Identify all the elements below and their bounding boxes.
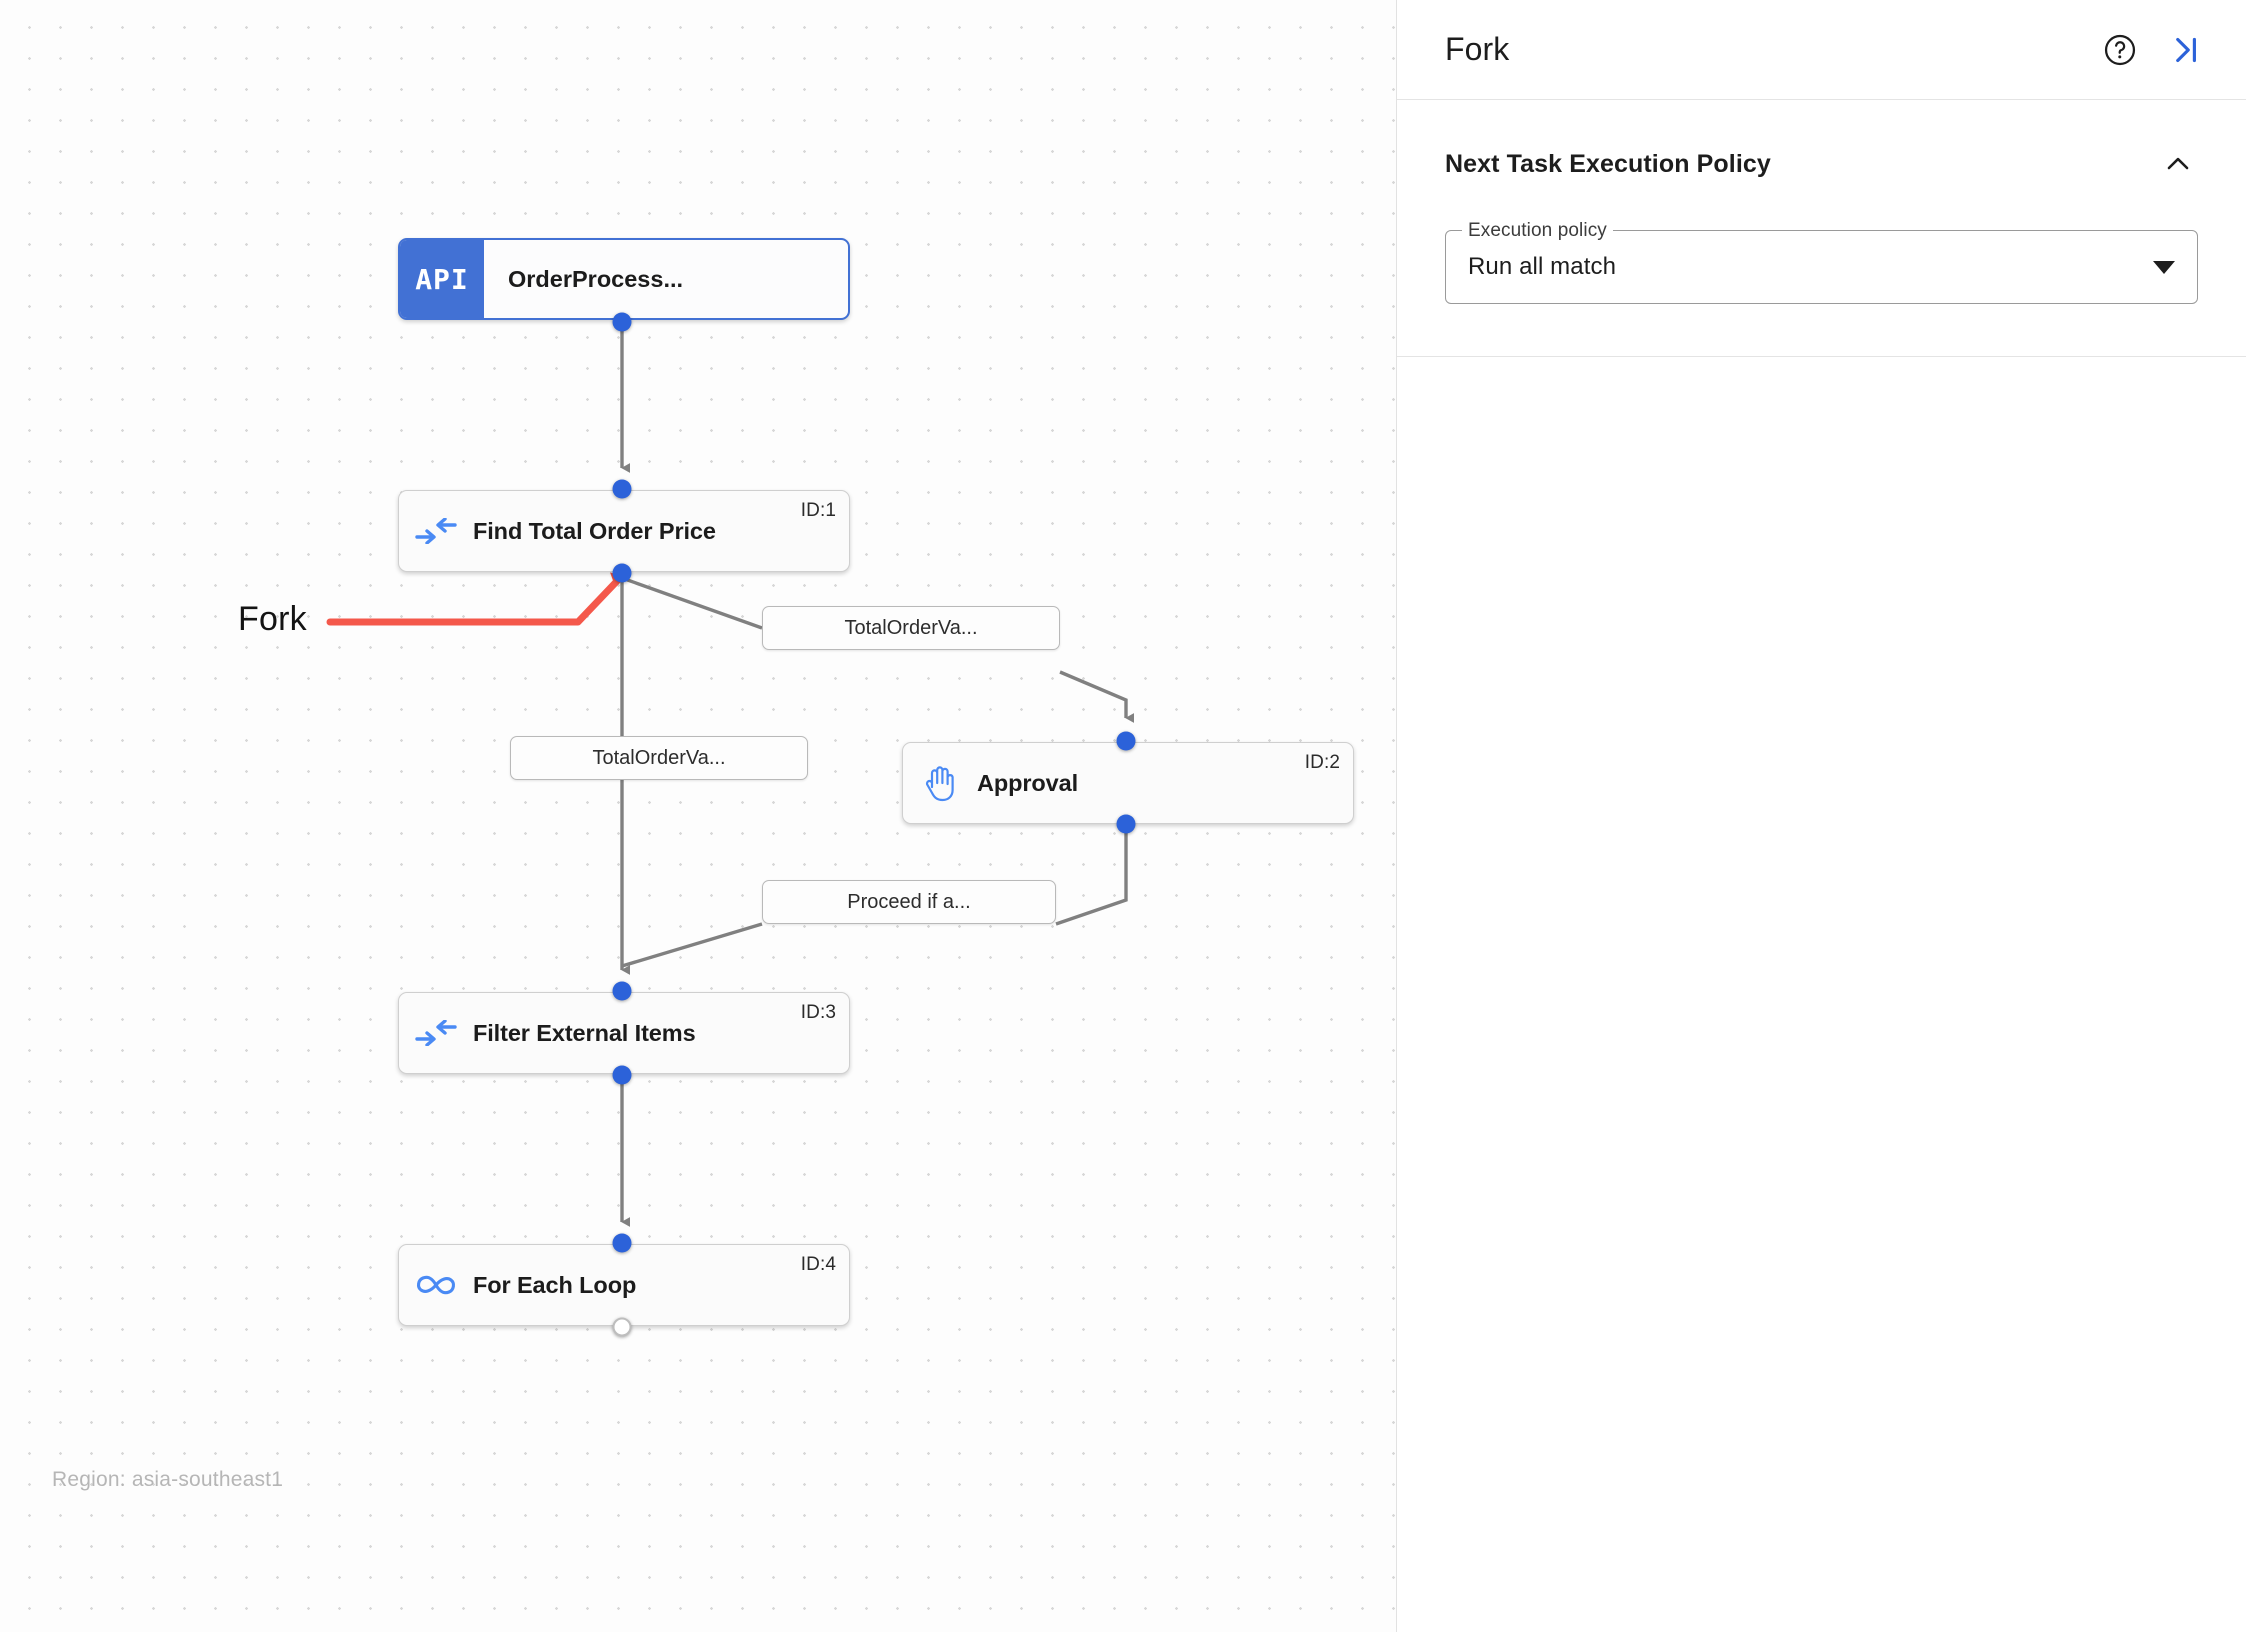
node-order-process[interactable]: API OrderProcess... <box>398 238 850 320</box>
port-foreach-out[interactable] <box>612 1317 632 1337</box>
node-filter-external-items[interactable]: Filter External Items ID:3 <box>398 992 850 1074</box>
node-filter-external-items-id: ID:3 <box>800 1002 836 1023</box>
api-badge-icon: API <box>400 240 484 318</box>
infinity-icon <box>399 1273 473 1297</box>
node-for-each-loop-id: ID:4 <box>800 1254 836 1275</box>
port-find-total-in[interactable] <box>612 479 632 499</box>
next-task-execution-policy-section: Next Task Execution Policy Execution pol… <box>1397 100 2246 357</box>
region-label: Region: asia-southeast1 <box>52 1468 284 1491</box>
workflow-canvas[interactable]: Fork API OrderProcess... Find Total Orde… <box>0 0 1397 1632</box>
node-for-each-loop-title: For Each Loop <box>473 1271 637 1298</box>
edge-fork-to-approval-b <box>1059 670 1135 723</box>
panel-header: Fork <box>1397 0 2246 100</box>
edge-label-proceed-if[interactable]: Proceed if a... <box>762 880 1056 924</box>
port-order-process-out[interactable] <box>612 312 632 332</box>
hand-icon <box>903 764 977 802</box>
edge-label-total-order-value-filter[interactable]: TotalOrderVa... <box>510 736 808 780</box>
edge-label-total-order-value-approval[interactable]: TotalOrderVa... <box>762 606 1060 650</box>
port-find-total-out-fork[interactable] <box>612 563 632 583</box>
merge-arrows-icon <box>399 518 473 544</box>
node-filter-external-items-title: Filter External Items <box>473 1019 696 1046</box>
port-filter-out[interactable] <box>612 1065 632 1085</box>
node-approval-id: ID:2 <box>1304 752 1340 773</box>
edge-approval-to-filter-b <box>621 922 763 968</box>
merge-arrows-icon <box>399 1020 473 1046</box>
section-header[interactable]: Next Task Execution Policy <box>1445 144 2198 184</box>
port-filter-in[interactable] <box>612 981 632 1001</box>
node-approval-title: Approval <box>977 769 1079 796</box>
chevron-up-icon[interactable] <box>2158 144 2198 184</box>
node-order-process-title: OrderProcess... <box>508 265 684 292</box>
execution-policy-select[interactable]: Execution policy Run all match <box>1445 220 2198 304</box>
help-circle-icon[interactable] <box>2100 30 2140 70</box>
annotation-arrow <box>326 572 625 626</box>
execution-policy-label: Execution policy <box>1462 220 1613 242</box>
node-find-total-order-price-id: ID:1 <box>800 500 836 521</box>
port-approval-in[interactable] <box>1116 731 1136 751</box>
port-approval-out[interactable] <box>1116 814 1136 834</box>
node-for-each-loop[interactable]: For Each Loop ID:4 <box>398 1244 850 1326</box>
section-title: Next Task Execution Policy <box>1445 149 1771 178</box>
port-foreach-in[interactable] <box>612 1233 632 1253</box>
node-find-total-order-price[interactable]: Find Total Order Price ID:1 <box>398 490 850 572</box>
collapse-panel-icon[interactable] <box>2166 30 2206 70</box>
node-approval[interactable]: Approval ID:2 <box>902 742 1354 824</box>
caret-down-icon[interactable] <box>2153 260 2175 274</box>
execution-policy-value: Run all match <box>1468 253 1617 280</box>
panel-title: Fork <box>1445 31 1510 67</box>
panel-header-actions <box>2100 30 2206 70</box>
properties-panel: Fork Next Task <box>1397 0 2246 1632</box>
edge-approval-to-filter-a <box>1055 828 1128 926</box>
annotation-label: Fork <box>238 600 307 638</box>
edge-fork-to-approval-a <box>621 576 763 630</box>
node-find-total-order-price-title: Find Total Order Price <box>473 517 716 544</box>
